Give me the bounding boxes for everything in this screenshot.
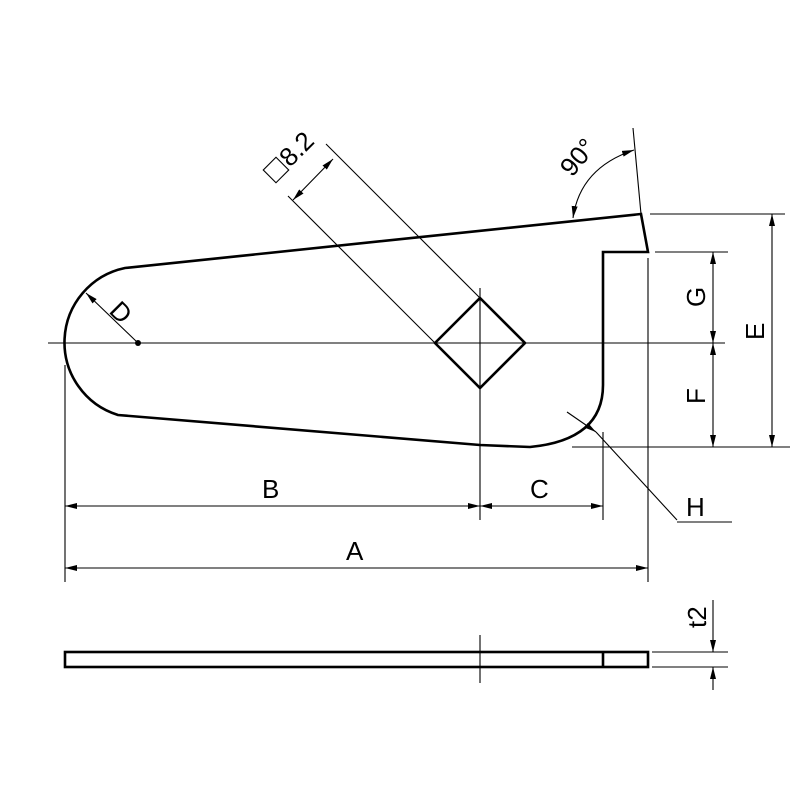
fillet-arrow: [566, 411, 597, 433]
label-D: D: [104, 295, 138, 329]
label-G: G: [681, 287, 711, 307]
side-view-plate: [63, 650, 650, 669]
extension-line: [632, 127, 642, 215]
angle-arc: [571, 149, 635, 219]
label-B: B: [262, 474, 279, 504]
label-A: A: [346, 536, 364, 566]
label-C: C: [530, 474, 549, 504]
square-dimension-line: [292, 158, 334, 201]
label-H: H: [686, 492, 705, 522]
radius-leader: [85, 292, 139, 344]
label-F: F: [681, 388, 711, 404]
angle-label: 90°: [554, 132, 602, 181]
square-symbol: [262, 156, 290, 184]
extension-line: [287, 195, 436, 344]
part-outline: [63, 212, 650, 449]
fillet-leader: [595, 431, 678, 521]
square-size-label: 8.2: [273, 125, 320, 172]
extension-line: [325, 143, 481, 299]
label-E: E: [740, 323, 770, 340]
thickness-label: t2: [682, 606, 712, 628]
